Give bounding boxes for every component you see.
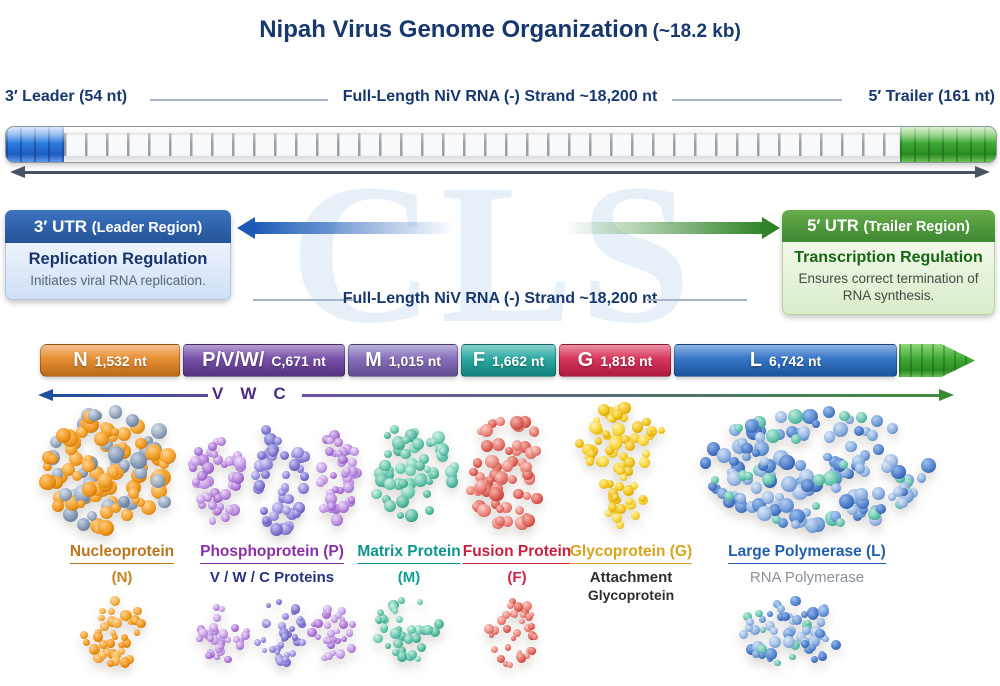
glycoprotein-structure-stem	[596, 466, 648, 534]
glycoprotein-structure-cap	[574, 401, 668, 476]
vwc-arrow-right	[302, 389, 954, 400]
utr-trailer-box: 5′ UTR (Trailer Region) Transcription Re…	[782, 210, 995, 315]
matrix-protein-structure	[366, 418, 460, 522]
gene-name-f: F	[472, 349, 486, 371]
utr-leader-title: Replication Regulation	[28, 250, 208, 268]
gene-name-g: G	[577, 349, 594, 371]
protein-label-fusion: Fusion Protein (F)	[462, 543, 572, 586]
phosphoprotein-sub: V / W / C Proteins	[209, 569, 335, 586]
matrix-title: Matrix Protein	[357, 543, 461, 564]
gene-length-l: 6,742 nt	[769, 352, 822, 369]
trailer-connector-line	[672, 99, 842, 101]
strand-line-left	[253, 299, 353, 301]
phosphoprotein-structure-3	[314, 428, 363, 526]
gene-segment-f: F 1,662 nt	[461, 344, 556, 377]
leader-connector-line	[150, 99, 328, 101]
gene-segment-pvwc: P/V/W/ C,671 nt	[183, 344, 345, 377]
genome-strip	[5, 126, 997, 163]
utr-trailer-header-sub: (Trailer Region)	[863, 219, 970, 235]
protein-label-glycoprotein: Glycoprotein (G) Attachment Glycoprotein	[569, 543, 693, 603]
utr-leader-header-sub: (Leader Region)	[91, 220, 203, 236]
utr-leader-header: 3′ UTR (Leader Region)	[5, 210, 231, 243]
glycoprotein-sub1: Attachment	[589, 569, 673, 586]
phosphoprotein-small-3	[307, 604, 358, 664]
gene-name-pvwc: P/V/W/	[202, 349, 265, 371]
page-title-main: Nipah Virus Genome Organization	[259, 16, 649, 43]
gene-segment-l: L 6,742 nt	[674, 344, 897, 377]
gene-segment-n: N 1,532 nt	[40, 344, 180, 377]
gene-name-n: N	[73, 349, 88, 371]
phosphoprotein-small-2	[252, 598, 308, 668]
glycoprotein-title: Glycoprotein (G)	[569, 543, 693, 564]
fusion-structure-small	[483, 597, 544, 668]
matrix-structure-small	[372, 595, 444, 665]
gene-name-m: M	[365, 349, 382, 371]
fusion-symbol: (F)	[507, 569, 527, 586]
page-title: Nipah Virus Genome Organization (~18.2 k…	[0, 16, 1000, 44]
trailer-arrow	[567, 217, 780, 239]
strand-line-right	[647, 299, 747, 301]
matrix-symbol: (M)	[397, 569, 421, 586]
polymerase-title: Large Polymerase (L)	[728, 543, 886, 564]
phosphoprotein-structure-1	[188, 426, 247, 530]
genome-strip-gloss	[6, 127, 996, 143]
gene-bar-arrow-cap	[899, 344, 975, 377]
vwc-labels: V W C	[212, 384, 286, 404]
nucleoprotein-title: Nucleoprotein	[69, 543, 175, 564]
polymerase-sub: RNA Polymerase	[749, 569, 865, 586]
phosphoprotein-structure-2	[250, 414, 311, 536]
utr-trailer-header-main: 5′ UTR	[807, 217, 859, 235]
page-title-size: (~18.2 kb)	[652, 21, 741, 42]
vwc-arrow-left	[38, 389, 208, 400]
gene-length-f: 1,662 nt	[492, 352, 545, 369]
protein-label-phosphoprotein: Phosphoprotein (P) V / W / C Proteins	[200, 543, 344, 586]
protein-label-nucleoprotein: Nucleoprotein (N)	[69, 543, 175, 586]
utr-leader-desc: Initiates viral RNA replication.	[30, 273, 206, 288]
protein-label-matrix: Matrix Protein (M)	[357, 543, 461, 586]
utr-trailer-body: Transcription Regulation Ensures correct…	[782, 242, 995, 315]
polymerase-structure-small	[735, 595, 850, 669]
utr-leader-body: Replication Regulation Initiates viral R…	[5, 243, 231, 300]
nucleoprotein-structure-small	[79, 596, 152, 668]
vwc-label-v: V	[212, 384, 224, 403]
nucleoprotein-symbol: (N)	[111, 569, 133, 586]
glycoprotein-sub2: Glycoprotein	[587, 587, 675, 603]
vwc-label-c: C	[273, 384, 286, 403]
utr-trailer-desc: Ensures correct termination of RNA synth…	[798, 271, 979, 303]
phosphoprotein-title: Phosphoprotein (P)	[200, 543, 344, 564]
phosphoprotein-small-1	[196, 603, 250, 666]
utr-leader-header-main: 3′ UTR	[33, 217, 88, 236]
utr-trailer-header: 5′ UTR (Trailer Region)	[782, 210, 995, 242]
large-polymerase-structure	[695, 406, 940, 534]
gene-length-g: 1,818 nt	[600, 352, 653, 369]
fusion-title: Fusion Protein	[462, 543, 572, 564]
gene-segment-g: G 1,818 nt	[559, 344, 671, 377]
gene-segment-m: M 1,015 nt	[348, 344, 458, 377]
gene-length-pvwc: C,671 nt	[271, 352, 326, 369]
leader-arrow	[237, 217, 452, 239]
nucleoprotein-structure	[39, 404, 180, 536]
utr-trailer-title: Transcription Regulation	[794, 249, 983, 266]
fusion-protein-structure	[463, 410, 556, 532]
gene-length-n: 1,532 nt	[94, 352, 147, 369]
full-length-label-top: Full-Length NiV RNA (-) Strand ~18,200 n…	[342, 88, 658, 105]
full-length-label-mid: Full-Length NiV RNA (-) Strand ~18,200 n…	[342, 290, 658, 307]
watermark: CLS	[290, 144, 698, 365]
gene-length-m: 1,015 nt	[388, 352, 441, 369]
protein-label-polymerase: Large Polymerase (L) RNA Polymerase	[728, 543, 886, 586]
vwc-label-w: W	[240, 384, 257, 403]
gene-name-l: L	[749, 349, 763, 371]
genome-span-arrow	[10, 166, 990, 178]
utr-leader-box: 3′ UTR (Leader Region) Replication Regul…	[5, 210, 231, 300]
trailer-label: 5′ Trailer (161 nt)	[868, 88, 995, 105]
leader-label: 3′ Leader (54 nt)	[5, 88, 128, 105]
